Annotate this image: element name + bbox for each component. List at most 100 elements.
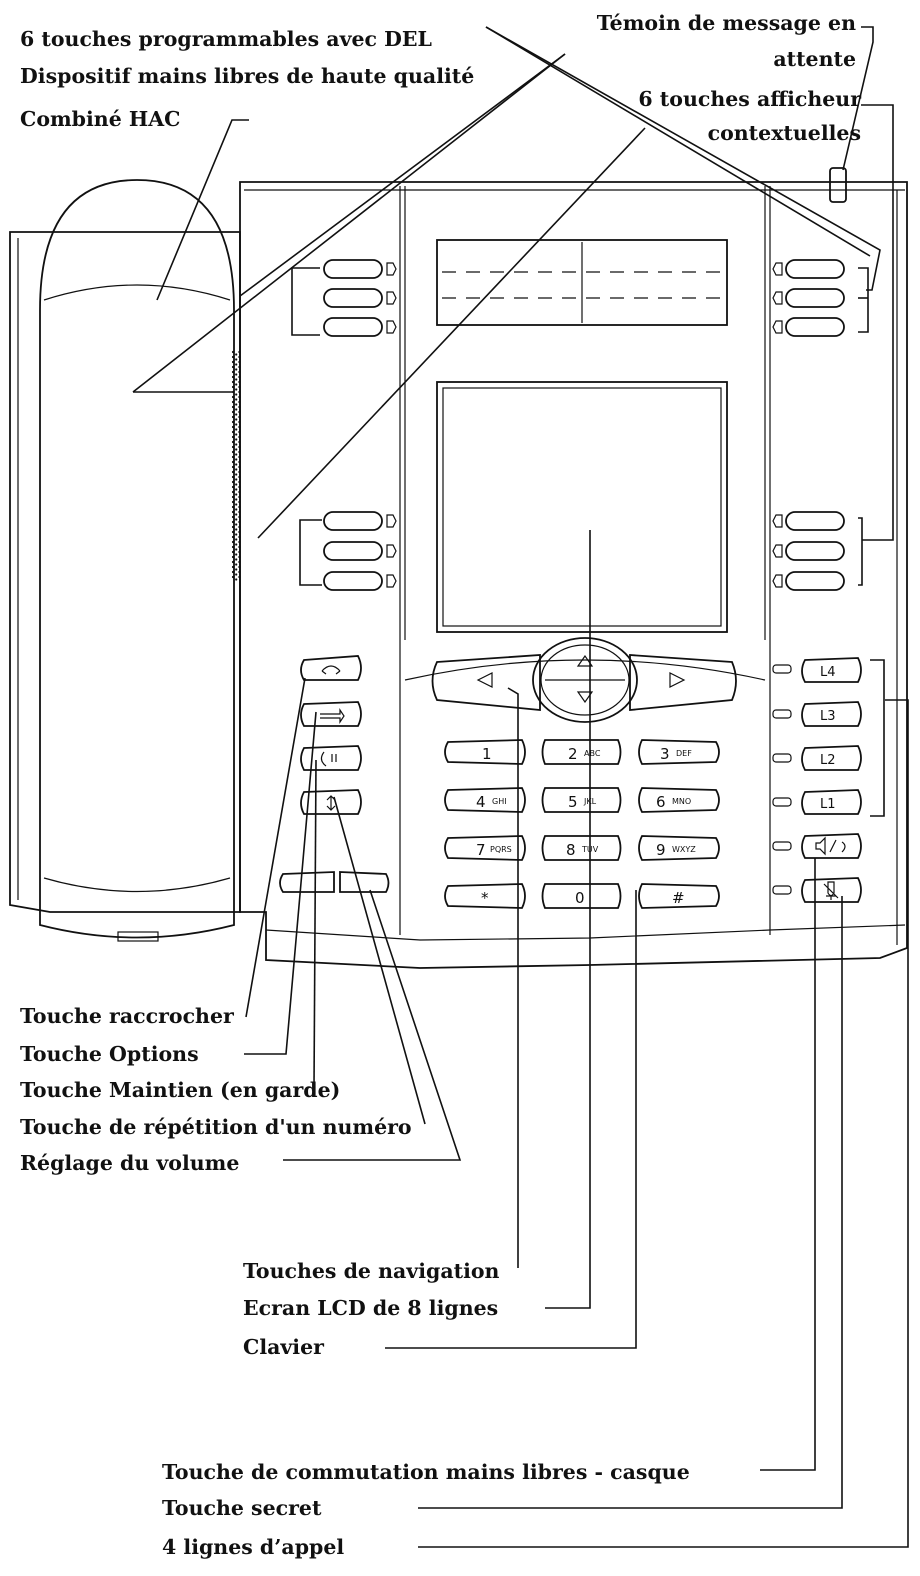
- softkey-left-bottom-2[interactable]: [323, 541, 397, 561]
- grille-dot: [231, 440, 235, 444]
- key-7-label: 7: [476, 841, 486, 859]
- grille-dot: [238, 365, 241, 369]
- key-5[interactable]: 5 JKL: [541, 787, 622, 813]
- grille-dot: [238, 525, 241, 529]
- softkey-right-bottom-2-led: [772, 544, 783, 558]
- key-6[interactable]: 6 MNO: [638, 787, 720, 813]
- hangup-icon: [321, 665, 341, 675]
- grille-dot: [231, 380, 235, 384]
- volume-control[interactable]: [279, 871, 390, 893]
- softkey-left-bottom-3[interactable]: [323, 571, 397, 591]
- line-key-l3[interactable]: L3: [801, 701, 862, 727]
- speaker-headset-icon: [815, 836, 846, 856]
- grille-dot: [235, 498, 238, 501]
- label-hold-key: Touche Maintien (en garde): [20, 1078, 340, 1102]
- nav-down-icon: [576, 691, 594, 704]
- line-key-l1[interactable]: L1: [801, 789, 862, 815]
- mute-icon: [823, 881, 839, 900]
- nav-left-key[interactable]: [431, 654, 541, 711]
- grille-dot: [231, 570, 235, 574]
- handset[interactable]: [39, 179, 241, 942]
- label-context-keys-2: contextuelles: [708, 121, 861, 145]
- softkey-right-top-2[interactable]: [772, 288, 845, 308]
- volume-up-button[interactable]: [339, 871, 390, 893]
- grille-dot: [231, 565, 235, 569]
- softkey-right-top-3[interactable]: [772, 317, 845, 337]
- grille-dot: [235, 458, 238, 461]
- line-key-l4[interactable]: L4: [801, 657, 862, 683]
- redial-button[interactable]: [300, 789, 362, 815]
- key-8-label: 8: [566, 841, 576, 859]
- key-1-label: 1: [482, 745, 492, 763]
- label-hac-handset: Combiné HAC: [20, 107, 180, 131]
- grille-dot: [238, 405, 241, 409]
- key-hash-label: #: [672, 889, 685, 907]
- function-keys-left[interactable]: [279, 655, 390, 893]
- key-9[interactable]: 9 WXYZ: [638, 835, 720, 861]
- programmable-keys[interactable]: [323, 259, 845, 591]
- grille-dot: [238, 565, 241, 569]
- key-3[interactable]: 3 DEF: [638, 739, 720, 765]
- grille-dot: [235, 508, 238, 511]
- grille-dot: [231, 575, 235, 579]
- grille-dot: [231, 550, 235, 554]
- line-led-l3: [772, 709, 792, 719]
- hold-icon: [320, 751, 337, 767]
- grille-dot: [231, 410, 235, 414]
- grille-dot: [231, 405, 235, 409]
- softkey-left-bottom-2-led: [386, 544, 397, 558]
- grille-dot: [238, 370, 241, 374]
- grille-dot: [231, 555, 235, 559]
- softkey-left-bottom-1[interactable]: [323, 511, 397, 531]
- softkey-left-top-1[interactable]: [323, 259, 397, 279]
- key-star[interactable]: *: [444, 883, 526, 909]
- label-hangup-key: Touche raccrocher: [20, 1004, 235, 1028]
- softkey-right-top-2-led: [772, 291, 783, 305]
- softkey-left-top-3[interactable]: [323, 317, 397, 337]
- softkey-right-bottom-2[interactable]: [772, 541, 845, 561]
- key-0[interactable]: 0: [541, 883, 622, 909]
- grille-dot: [231, 460, 235, 464]
- navigation-keys[interactable]: [431, 637, 737, 723]
- options-button[interactable]: [300, 701, 362, 727]
- nav-right-key[interactable]: [629, 654, 737, 711]
- grille-dot: [231, 520, 235, 524]
- softkey-right-bottom-1[interactable]: [772, 511, 845, 531]
- grille-dot: [235, 393, 238, 396]
- grille-dot: [235, 383, 238, 386]
- speaker-headset-button[interactable]: [801, 833, 862, 859]
- grille-dot: [238, 435, 241, 439]
- softkey-right-bottom-3[interactable]: [772, 571, 845, 591]
- grille-dot: [231, 530, 235, 534]
- keypad[interactable]: 1 2 ABC 3 DEF 4 GHI 5 JKL 6 MNO: [444, 739, 720, 909]
- softkey-left-top-2[interactable]: [323, 288, 397, 308]
- softkey-right-top-1[interactable]: [772, 259, 845, 279]
- label-call-lines: 4 lignes d’appel: [162, 1535, 344, 1559]
- hangup-button[interactable]: [300, 655, 362, 681]
- grille-dot: [238, 575, 241, 579]
- grille-dot: [235, 538, 238, 541]
- key-2[interactable]: 2 ABC: [541, 739, 622, 765]
- grille-dot: [235, 468, 238, 471]
- grille-dot: [238, 485, 241, 489]
- line-key-l1-label: L1: [820, 797, 836, 812]
- key-4-label: 4: [476, 793, 486, 811]
- softkey-left-bottom-3-led: [386, 574, 397, 588]
- grille-dot: [235, 533, 238, 536]
- volume-down-button[interactable]: [279, 871, 335, 893]
- mute-button[interactable]: [801, 877, 862, 903]
- grille-dot: [235, 503, 238, 506]
- grille-dot: [238, 560, 241, 564]
- label-keypad: Clavier: [243, 1335, 325, 1359]
- key-6-label: 6: [656, 793, 666, 811]
- label-redial-key: Touche de répétition d'un numéro: [20, 1115, 412, 1139]
- key-1[interactable]: 1: [444, 739, 526, 765]
- hold-button[interactable]: [300, 745, 362, 771]
- line-key-l2[interactable]: L2: [801, 745, 862, 771]
- key-7[interactable]: 7 PQRS: [444, 835, 526, 861]
- key-8[interactable]: 8 TUV: [541, 835, 622, 861]
- key-4[interactable]: 4 GHI: [444, 787, 526, 813]
- key-6-sub: MNO: [672, 797, 691, 806]
- line-keys[interactable]: L4 L3 L2 L1: [772, 657, 862, 903]
- key-hash[interactable]: #: [638, 883, 720, 909]
